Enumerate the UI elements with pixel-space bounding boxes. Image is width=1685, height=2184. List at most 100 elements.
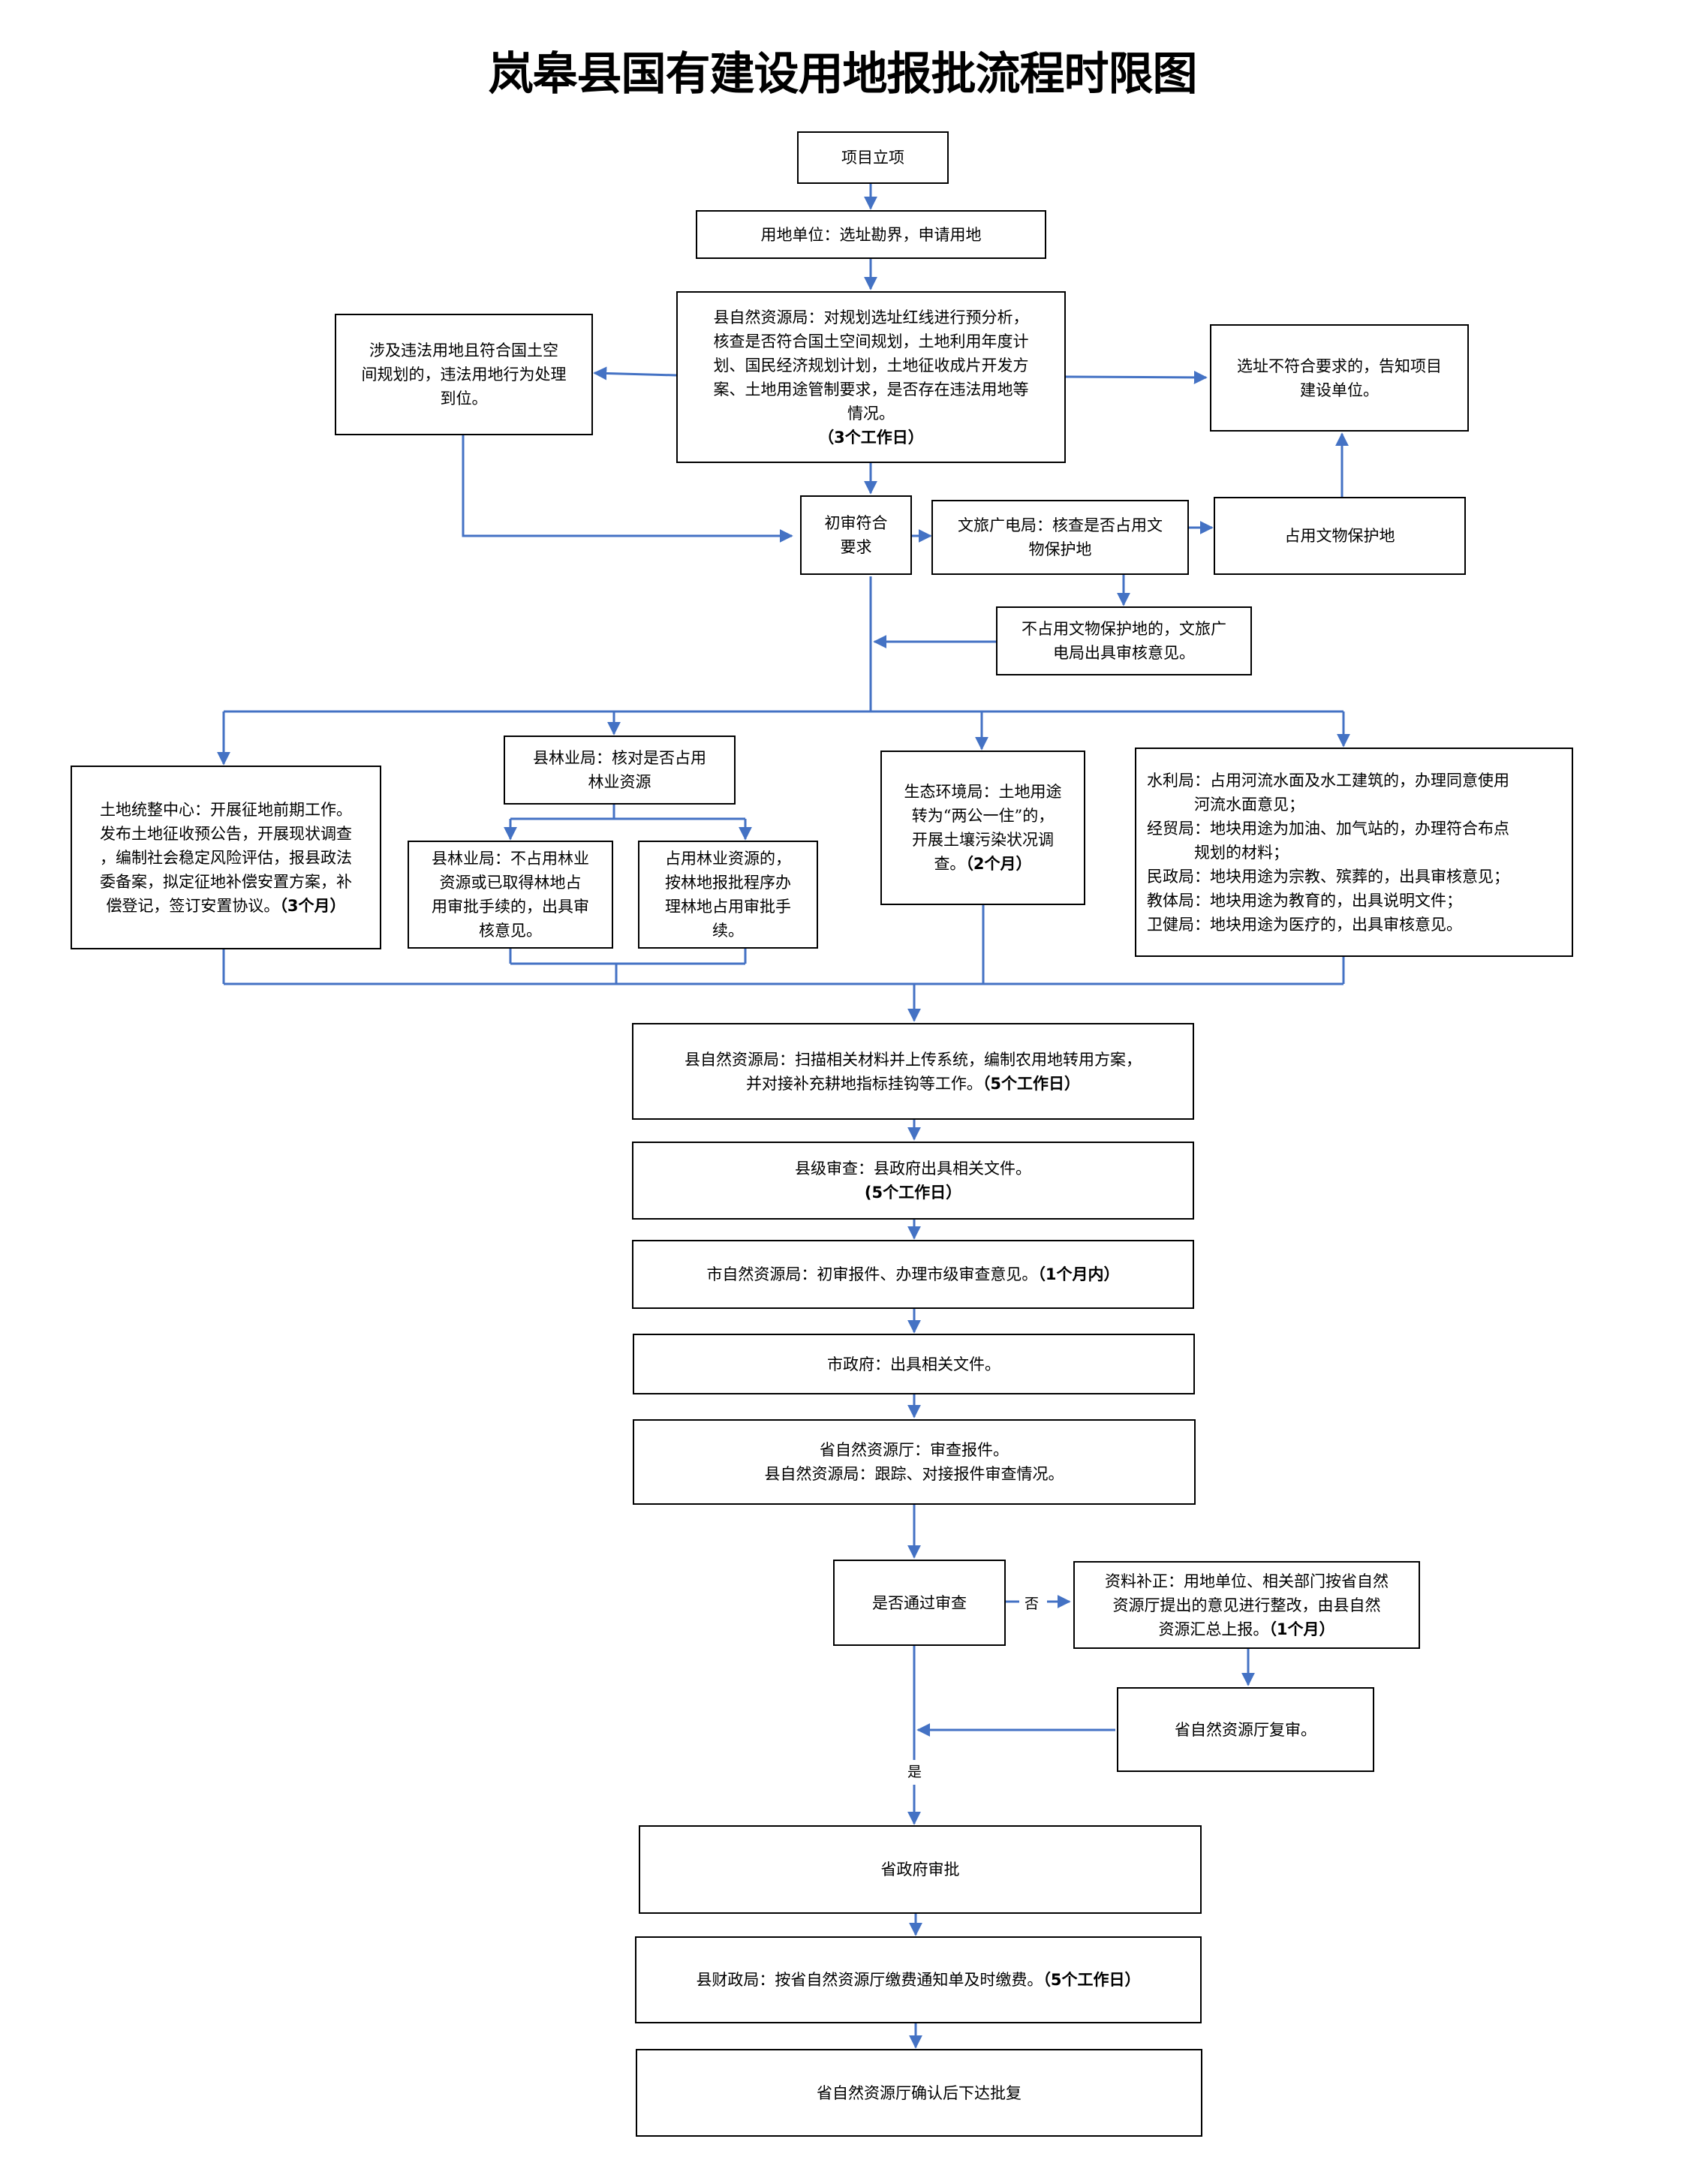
node-text-line: 河流水面意见；	[1147, 795, 1304, 814]
node-text-line: 县林业局：不占用林业	[432, 850, 589, 868]
node-text-line: 县财政局：按省自然资源厅缴费通知单及时缴费。（5个工作日）	[696, 1971, 1141, 1989]
node-illegal: 涉及违法用地且符合国土空间规划的，违法用地行为处理到位。	[335, 314, 593, 435]
node-text-line: 用地单位：选址勘界，申请用地	[760, 225, 982, 244]
node-text-line: 资源厅提出的意见进行整改，由县自然	[1112, 1596, 1381, 1614]
node-county-review: 县级审查：县政府出具相关文件。 (5个工作日）	[632, 1142, 1194, 1220]
node-text-line: 县自然资源局：跟踪、对接报件审查情况。	[764, 1465, 1064, 1483]
node-final: 省自然资源厅确认后下达批复	[636, 2049, 1202, 2137]
node-forestry-no: 县林业局：不占用林业资源或已取得林地占用审批手续的，出具审核意见。	[408, 841, 613, 949]
duration-text: （5个工作日）	[982, 1074, 1081, 1093]
node-text-line: 按林地报批程序办	[665, 874, 791, 892]
node-county-nr-review: 县自然资源局：对规划选址红线进行预分析， 核查是否符合国土空间规划，土地利用年度计…	[676, 291, 1066, 463]
node-text-line: 用审批手续的，出具审	[432, 898, 589, 916]
node-text-line: 占用文物保护地	[1284, 527, 1395, 545]
node-pass-check: 是否通过审查	[833, 1560, 1006, 1646]
node-culture-occupied: 占用文物保护地	[1214, 497, 1466, 575]
node-text-line: 核查是否符合国土空间规划，土地利用年度计	[713, 332, 1029, 350]
node-culture-check: 文旅广电局：核查是否占用文物保护地	[931, 500, 1189, 575]
duration-text: (5个工作日）	[864, 1184, 962, 1202]
node-text-line: 续。	[712, 922, 744, 940]
node-city-gov: 市政府：出具相关文件。	[633, 1334, 1195, 1394]
node-project: 项目立项	[797, 131, 949, 184]
node-prov-recheck: 省自然资源厅复审。	[1117, 1687, 1374, 1772]
node-text-line: 不占用文物保护地的，文旅广	[1022, 620, 1226, 638]
node-text-line: 开展土壤污染状况调	[912, 831, 1054, 849]
node-text-line: 省政府审批	[880, 1861, 960, 1879]
node-text-line: 初审符合	[824, 514, 888, 532]
label-yes: 是	[907, 1764, 922, 1780]
node-text-line: 涉及违法用地且符合国土空	[369, 341, 558, 359]
node-text-line: 理林地占用审批手	[665, 898, 791, 916]
node-text-line: 市政府：出具相关文件。	[827, 1355, 1000, 1373]
arrow-review-to-illegal	[593, 366, 677, 381]
node-applicant: 用地单位：选址勘界，申请用地	[696, 210, 1046, 259]
node-text-line: 间规划的，违法用地行为处理	[361, 366, 567, 384]
node-land-center: 土地统整中心：开展征地前期工作。发布土地征收预公告，开展现状调查 ，编制社会稳定风…	[71, 766, 381, 949]
node-text-line: 县自然资源局：扫描相关材料并上传系统，编制农用地转用方案，	[685, 1050, 1142, 1069]
arrow-illegal-to-prelim	[462, 435, 793, 543]
node-county-nr-upload: 县自然资源局：扫描相关材料并上传系统，编制农用地转用方案， 并对接补充耕地指标挂钩…	[632, 1023, 1194, 1120]
node-forestry: 县林业局：核对是否占用林业资源	[504, 736, 736, 805]
label-no: 否	[1025, 1596, 1040, 1612]
node-text-line: 电局出具审核意见。	[1053, 644, 1195, 662]
node-text-line: 转为“两公一住”的，	[911, 807, 1055, 825]
node-forestry-yes: 占用林业资源的， 按林地报批程序办理林地占用审批手续。	[638, 841, 818, 949]
node-text-line: 土地统整中心：开展征地前期工作。	[100, 800, 352, 819]
node-text-line: 发布土地征收预公告，开展现状调查	[100, 824, 352, 843]
duration-text: （3个工作日）	[818, 428, 924, 447]
node-water-etc: 水利局：占用河流水面及水工建筑的，办理同意使用 河流水面意见； 经贸局：地块用途为…	[1135, 748, 1573, 957]
node-text-line: 省自然资源厅复审。	[1175, 1720, 1316, 1739]
node-text-line: 市自然资源局：初审报件、办理市级审查意见。（1个月内）	[706, 1265, 1120, 1283]
node-finance: 县财政局：按省自然资源厅缴费通知单及时缴费。（5个工作日）	[635, 1936, 1202, 2023]
node-text-line: 项目立项	[841, 149, 904, 167]
node-text-line: 委备案，拟定征地补偿安置方案，补	[100, 872, 352, 891]
node-text-line: 水利局：占用河流水面及水工建筑的，办理同意使用	[1147, 771, 1509, 790]
node-text-line: 是否通过审查	[872, 1593, 967, 1612]
node-text-line: 资源或已取得林地占	[439, 874, 582, 892]
node-text-line: 查。（2个月）	[934, 855, 1032, 873]
node-ecology: 生态环境局：土地用途转为“两公一住”的， 开展土壤污染状况调查。（2个月）	[880, 751, 1085, 905]
node-prelim-pass: 初审符合要求	[800, 495, 912, 575]
node-not-qualified: 选址不符合要求的，告知项目建设单位。	[1210, 324, 1469, 432]
duration-text: （3个月）	[279, 896, 346, 915]
node-text-line: 卫健局：地块用途为医疗的，出具审核意见。	[1147, 915, 1462, 934]
node-text-line: 经贸局：地块用途为加油、加气站的，办理符合布点	[1147, 819, 1509, 838]
node-text-line: 资源汇总上报。（1个月）	[1158, 1620, 1335, 1638]
node-text-line: 到位。	[440, 390, 488, 408]
page-title: 岚皋县国有建设用地报批流程时限图	[488, 48, 1198, 101]
node-text-line: 划、国民经济规划计划，土地征收成片开发方	[713, 356, 1029, 375]
node-text-line: 民政局：地块用途为宗教、殡葬的，出具审核意见；	[1147, 867, 1509, 886]
duration-text: （1个月内）	[1037, 1265, 1120, 1283]
node-text-line: 教体局：地块用途为教育的，出具说明文件；	[1147, 891, 1462, 910]
node-text-line: 生态环境局：土地用途	[904, 783, 1062, 801]
node-text-line: 并对接补充耕地指标挂钩等工作。（5个工作日）	[745, 1074, 1081, 1093]
node-text-line: 案、土地用途管制要求，是否存在违法用地等	[713, 380, 1029, 399]
arrow-review-to-notqualified	[1065, 370, 1208, 384]
node-text-line: 县自然资源局：对规划选址红线进行预分析，	[713, 308, 1029, 326]
node-text-line: 县林业局：核对是否占用	[533, 749, 706, 767]
node-text-line: 省自然资源厅：审查报件。	[820, 1441, 1009, 1459]
node-text-line: 资料补正：用地单位、相关部门按省自然	[1105, 1572, 1389, 1590]
node-text-line: ，编制社会稳定风险评估，报县政法	[100, 848, 352, 867]
node-prov-gov: 省政府审批	[639, 1825, 1202, 1914]
node-supplement: 资料补正：用地单位、相关部门按省自然资源厅提出的意见进行整改，由县自然资源汇总上…	[1073, 1561, 1420, 1649]
node-text-line: 物保护地	[1028, 540, 1092, 558]
node-text-line: 建设单位。	[1300, 381, 1379, 399]
duration-text: （1个月）	[1268, 1620, 1335, 1638]
node-text-line: 规划的材料；	[1147, 843, 1289, 862]
duration-text: （5个工作日）	[1043, 1971, 1141, 1989]
node-culture-not-occupied: 不占用文物保护地的，文旅广电局出具审核意见。	[996, 606, 1252, 675]
node-text-line: 情况。	[847, 404, 895, 423]
node-text-line: 占用林业资源的，	[665, 850, 791, 868]
node-text-line: 核意见。	[479, 922, 542, 940]
node-city-nr: 市自然资源局：初审报件、办理市级审查意见。（1个月内）	[632, 1240, 1194, 1309]
node-text-line: 省自然资源厅确认后下达批复	[817, 2083, 1022, 2102]
node-text-line: 偿登记，签订安置协议。（3个月）	[106, 896, 346, 915]
node-prov-nr: 省自然资源厅：审查报件。县自然资源局：跟踪、对接报件审查情况。	[633, 1419, 1196, 1505]
node-text-line: 选址不符合要求的，告知项目	[1237, 356, 1442, 375]
node-text-line: 文旅广电局：核查是否占用文	[958, 516, 1163, 534]
node-text-line: 要求	[840, 538, 872, 556]
node-text-line: 县级审查：县政府出具相关文件。	[795, 1160, 1031, 1178]
duration-text: （2个月）	[965, 855, 1032, 873]
